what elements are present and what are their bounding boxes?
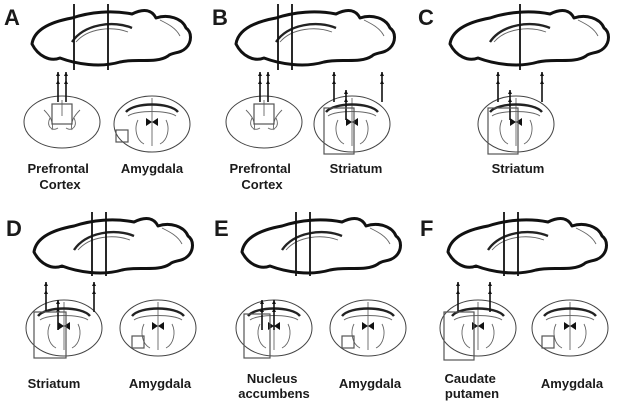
panel-f-label-1: Caudate putamen bbox=[445, 371, 500, 401]
panel-f-label-1-line-1: Caudate bbox=[445, 371, 496, 386]
panel-a: A Prefrontal Cortex Amygdala bbox=[4, 4, 191, 192]
panel-d-sagittal-brain bbox=[34, 219, 193, 273]
panel-d-roi-box-1 bbox=[34, 312, 66, 358]
panel-a-sagittal-brain bbox=[32, 11, 191, 65]
panel-f-section-caudate-putamen bbox=[440, 300, 516, 356]
panel-c-probe-3 bbox=[540, 72, 544, 102]
panel-e-sagittal-brain bbox=[242, 219, 401, 273]
panel-c: C Striatum bbox=[418, 4, 609, 176]
panel-b: B Prefrontal Cortex Striatum bbox=[212, 4, 395, 192]
panel-a-label-1-line-2: Cortex bbox=[39, 177, 81, 192]
panel-f-label-2: Amygdala bbox=[541, 376, 604, 391]
panel-b-section-striatum bbox=[314, 96, 390, 152]
panel-d-label-2: Amygdala bbox=[129, 376, 192, 391]
panel-b-label-1-line-1: Prefrontal bbox=[229, 161, 290, 176]
panel-b-label-2: Striatum bbox=[330, 161, 383, 176]
panel-e-probe-1 bbox=[260, 300, 264, 330]
panel-f-roi-box-2 bbox=[542, 336, 554, 348]
panel-b-probe-1 bbox=[258, 72, 262, 102]
panel-c-label: Striatum bbox=[492, 161, 545, 176]
panel-a-label-1-line-1: Prefrontal bbox=[27, 161, 88, 176]
panel-a-probe-1 bbox=[56, 72, 60, 102]
panel-b-sagittal-brain bbox=[236, 11, 395, 65]
panel-e-roi-box-1 bbox=[244, 314, 270, 358]
panel-e-label-2: Amygdala bbox=[339, 376, 402, 391]
panel-e-label-1: Nucleus accumbens bbox=[238, 371, 310, 401]
panel-e: E Nucleus accumbens Amygdala bbox=[214, 212, 406, 401]
panel-c-sagittal-brain bbox=[450, 11, 609, 65]
panel-f: F Caudate putamen Amygdala bbox=[420, 212, 608, 401]
panel-a-label-1: Prefrontal Cortex bbox=[27, 161, 92, 192]
panel-b-probe-2 bbox=[266, 72, 270, 102]
panel-e-section-amygdala bbox=[330, 300, 406, 356]
panel-c-roi-box bbox=[488, 108, 518, 154]
panel-f-probe-1 bbox=[456, 282, 460, 312]
panel-e-label-1-line-2: accumbens bbox=[238, 386, 310, 401]
panel-b-roi-box-2 bbox=[324, 108, 354, 154]
panel-e-label-1-line-1: Nucleus bbox=[247, 371, 298, 386]
panel-b-label-1: Prefrontal Cortex bbox=[229, 161, 294, 192]
panel-f-sagittal-brain bbox=[448, 219, 607, 273]
panel-b-label-1-line-2: Cortex bbox=[241, 177, 283, 192]
panel-a-section-amygdala bbox=[114, 96, 190, 152]
panel-d-section-amygdala bbox=[120, 300, 196, 356]
panel-f-letter: F bbox=[420, 216, 433, 241]
panel-a-probe-2 bbox=[64, 72, 68, 102]
panel-d: D Striatum Amygdala bbox=[6, 212, 196, 391]
panel-f-probe-2 bbox=[488, 282, 492, 312]
panel-d-probe-1 bbox=[44, 282, 48, 312]
panel-e-letter: E bbox=[214, 216, 229, 241]
panel-c-letter: C bbox=[418, 5, 434, 30]
panel-c-section-striatum bbox=[478, 96, 554, 152]
panel-d-letter: D bbox=[6, 216, 22, 241]
panel-a-label-2: Amygdala bbox=[121, 161, 184, 176]
panel-f-label-1-line-2: putamen bbox=[445, 386, 499, 401]
panel-c-probe-1 bbox=[496, 72, 500, 102]
panel-d-section-striatum bbox=[26, 300, 102, 356]
panel-a-letter: A bbox=[4, 5, 20, 30]
panel-b-probe-5 bbox=[380, 72, 384, 102]
panel-b-probe-3 bbox=[332, 72, 336, 102]
panel-d-label-1: Striatum bbox=[28, 376, 81, 391]
panel-d-probe-3 bbox=[92, 282, 96, 312]
panel-b-letter: B bbox=[212, 5, 228, 30]
